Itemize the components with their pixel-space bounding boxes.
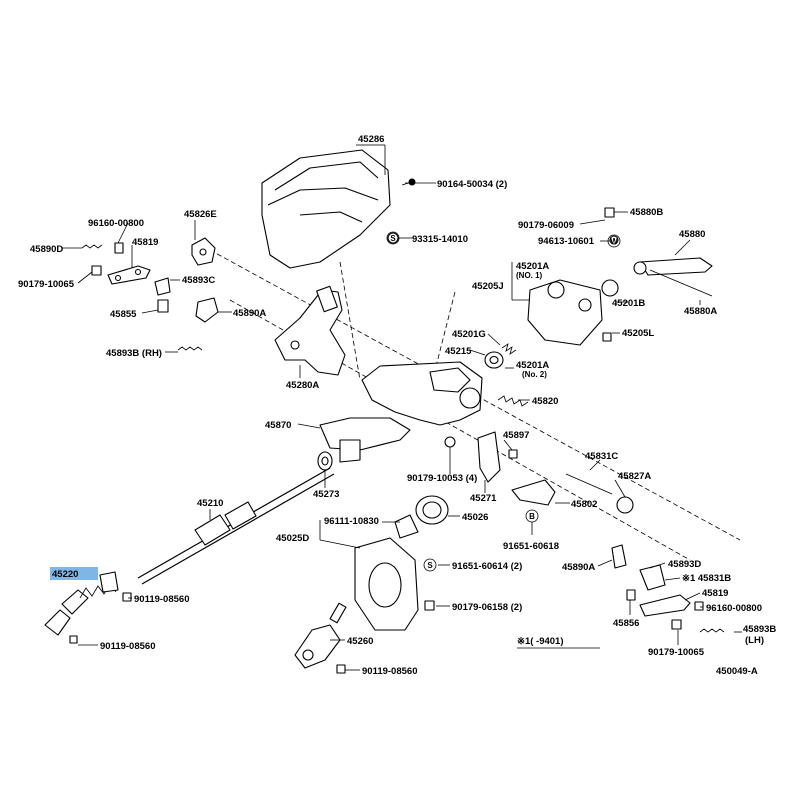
label-96111-10830[interactable]: 96111-10830: [324, 516, 379, 527]
label-91651-60614[interactable]: 91651-60614 (2): [452, 561, 522, 572]
label-45826e[interactable]: 45826E: [184, 209, 217, 220]
label-45890d[interactable]: 45890D: [30, 244, 63, 255]
label-45820[interactable]: 45820: [532, 396, 558, 407]
label-90119-08560-b[interactable]: 90119-08560: [100, 641, 155, 652]
label-45880b[interactable]: 45880B: [630, 207, 663, 218]
label-45897[interactable]: 45897: [503, 430, 529, 441]
label-45273[interactable]: 45273: [313, 489, 339, 500]
bracket-45280a[interactable]: [274, 285, 346, 376]
circled-symbols: S W B S: [386, 231, 621, 572]
label-45893d[interactable]: 45893D: [668, 559, 701, 570]
label-45260[interactable]: 45260: [347, 636, 373, 647]
label-45819-top[interactable]: 45819: [132, 237, 158, 248]
label-93315-14010[interactable]: 93315-14010: [412, 234, 468, 245]
left-top-hardware[interactable]: [81, 237, 219, 351]
symbol-w: W: [610, 237, 618, 246]
label-45201a-no2[interactable]: 45201A: [516, 360, 549, 371]
intermediate-shaft-45210[interactable]: [137, 451, 335, 585]
label-90179-06158[interactable]: 90179-06158 (2): [452, 602, 522, 613]
label-45893b-rh[interactable]: 45893B (RH): [106, 348, 162, 359]
label-45855[interactable]: 45855: [110, 309, 137, 320]
label-45827a[interactable]: 45827A: [618, 471, 651, 482]
column-cover-45286[interactable]: [261, 144, 416, 269]
dash-boot-and-cover[interactable]: [354, 495, 449, 631]
leader-lines: [62, 144, 742, 671]
symbol-b: B: [529, 512, 535, 521]
applicability-note: ※1( -9401): [517, 636, 564, 647]
label-96160-00800-bottom[interactable]: 96160-00800: [706, 603, 762, 614]
label-45893b-lh[interactable]: 45893B: [743, 624, 776, 635]
label-45026[interactable]: 45026: [462, 512, 488, 523]
label-45201a-no1[interactable]: 45201A: [516, 261, 549, 272]
highlight-45220: [50, 567, 98, 580]
universal-joint-45260[interactable]: [294, 602, 347, 674]
label-no2[interactable]: (No. 2): [522, 370, 547, 379]
label-90119-08560-a[interactable]: 90119-08560: [134, 594, 189, 605]
label-90179-06009[interactable]: 90179-06009: [518, 220, 574, 231]
label-45890a-top[interactable]: 45890A: [233, 308, 266, 319]
column-main-body[interactable]: [319, 361, 483, 463]
tilt-lever-assembly[interactable]: [527, 207, 713, 346]
symbol-s-mid: S: [427, 561, 433, 570]
label-45893c[interactable]: 45893C: [182, 275, 215, 286]
label-90119-08560-c[interactable]: 90119-08560: [362, 666, 417, 677]
label-45205j[interactable]: 45205J: [472, 281, 504, 292]
label-lh[interactable]: (LH): [745, 635, 764, 646]
column-lower-bracket-parts[interactable]: [477, 431, 634, 514]
label-90164-50034[interactable]: 90164-50034 (2): [437, 179, 507, 190]
label-90179-10065-top[interactable]: 90179-10065: [18, 279, 75, 290]
label-45271[interactable]: 45271: [470, 493, 497, 504]
label-90179-10065-bottom[interactable]: 90179-10065: [648, 647, 705, 658]
part-labels: 45286 90164-50034 (2) 93315-14010 96160-…: [18, 134, 776, 677]
springs-and-rings[interactable]: [484, 343, 529, 407]
label-45890a-bottom[interactable]: 45890A: [562, 562, 595, 573]
label-45210[interactable]: 45210: [197, 498, 223, 509]
label-45205l[interactable]: 45205L: [622, 328, 654, 339]
label-96160-00800-top[interactable]: 96160-00800: [88, 218, 144, 229]
label-45880[interactable]: 45880: [679, 229, 705, 240]
figure-code: 450049-A: [716, 666, 758, 677]
label-45215[interactable]: 45215: [445, 346, 472, 357]
label-45280a[interactable]: 45280A: [286, 380, 319, 391]
label-90179-10053[interactable]: 90179-10053 (4): [407, 473, 477, 484]
label-no1[interactable]: (NO. 1): [516, 271, 543, 280]
label-45220[interactable]: 45220: [52, 569, 78, 580]
universal-joint-45220[interactable]: [44, 571, 132, 644]
symbol-s-top: S: [390, 234, 396, 243]
label-45870[interactable]: 45870: [265, 420, 291, 431]
label-45856[interactable]: 45856: [613, 618, 639, 629]
label-45025d[interactable]: 45025D: [276, 533, 309, 544]
right-bottom-hardware[interactable]: [611, 544, 725, 633]
label-45286[interactable]: 45286: [358, 134, 384, 145]
label-45880a[interactable]: 45880A: [684, 306, 717, 317]
label-45201b[interactable]: 45201B: [612, 298, 645, 309]
label-45802[interactable]: 45802: [571, 499, 597, 510]
label-45831b[interactable]: ※1 45831B: [682, 573, 731, 584]
label-45819-bottom[interactable]: 45819: [702, 588, 728, 599]
label-94613-10601[interactable]: 94613-10601: [538, 236, 595, 247]
label-45201g[interactable]: 45201G: [452, 329, 486, 340]
label-91651-60618[interactable]: 91651-60618: [503, 541, 559, 552]
label-45831c[interactable]: 45831C: [585, 451, 618, 462]
